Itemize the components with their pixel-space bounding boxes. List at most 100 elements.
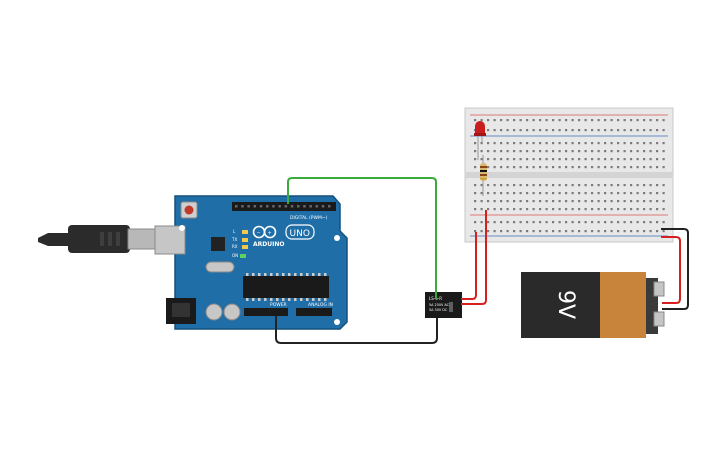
chip-pin: [282, 273, 285, 276]
l-led-label: L: [233, 229, 236, 234]
breadboard-hole: [513, 192, 516, 195]
breadboard-hole: [584, 208, 587, 211]
breadboard-hole: [552, 192, 555, 195]
breadboard-hole: [578, 166, 581, 169]
breadboard-hole: [656, 192, 659, 195]
breadboard-hole: [584, 150, 587, 153]
breadboard-hole: [513, 208, 516, 211]
breadboard-hole: [532, 200, 535, 203]
breadboard[interactable]: [464, 107, 674, 243]
breadboard-hole: [591, 166, 594, 169]
breadboard-hole: [493, 150, 496, 153]
breadboard-hole: [539, 230, 542, 233]
wire-ground-black[interactable]: [275, 316, 438, 344]
breadboard-hole: [558, 119, 561, 122]
breadboard-hole: [480, 150, 483, 153]
resistor-band: [480, 170, 487, 172]
digital-header[interactable]: [232, 202, 336, 211]
usb-cable[interactable]: [38, 225, 157, 253]
header-hole: [253, 205, 257, 208]
breadboard-hole: [552, 200, 555, 203]
battery-9v[interactable]: 9V: [521, 272, 665, 338]
crystal-oscillator: [205, 261, 235, 273]
breadboard-hole: [610, 158, 613, 161]
red-led[interactable]: [474, 121, 486, 160]
breadboard-hole: [604, 184, 607, 187]
breadboard-hole: [480, 119, 483, 122]
breadboard-hole: [610, 208, 613, 211]
mounting-hole: [179, 225, 185, 231]
breadboard-hole: [649, 129, 652, 132]
relay[interactable]: LS-5-R 5A 250V AC 5A 30V DC: [425, 292, 462, 318]
uno-badge-text: UNO: [290, 229, 310, 239]
breadboard-hole: [552, 208, 555, 211]
breadboard-hole: [532, 208, 535, 211]
breadboard-hole: [649, 158, 652, 161]
breadboard-hole: [487, 221, 490, 224]
wire-battery-negative-black[interactable]: [661, 228, 689, 310]
breadboard-hole: [480, 221, 483, 224]
wire-relay-to-resistor-red[interactable]: [461, 210, 487, 305]
breadboard-hole: [480, 208, 483, 211]
breadboard-hole: [539, 142, 542, 145]
breadboard-hole: [610, 150, 613, 153]
breadboard-hole: [571, 166, 574, 169]
reset-button-cap[interactable]: [184, 205, 194, 215]
breadboard-hole: [545, 119, 548, 122]
breadboard-hole: [649, 166, 652, 169]
relay-ac-rating: 5A 250V AC: [429, 303, 450, 307]
breadboard-hole: [662, 192, 665, 195]
resistor[interactable]: [480, 155, 487, 196]
breadboard-hole: [649, 150, 652, 153]
breadboard-hole: [474, 119, 477, 122]
breadboard-hole: [604, 119, 607, 122]
breadboard-hole: [597, 200, 600, 203]
arduino-uno-board[interactable]: DIGITAL (PWM~) POWER ANALOG IN L TX RX −…: [154, 195, 348, 330]
breadboard-holes: [474, 119, 665, 233]
breadboard-hole: [493, 184, 496, 187]
breadboard-hole: [519, 208, 522, 211]
breadboard-hole: [597, 119, 600, 122]
breadboard-hole: [565, 129, 568, 132]
breadboard-hole: [636, 184, 639, 187]
breadboard-hole: [532, 119, 535, 122]
breadboard-hole: [662, 230, 665, 233]
breadboard-hole: [487, 208, 490, 211]
relay-body: [425, 292, 462, 318]
wire-battery-positive-red[interactable]: [661, 236, 681, 304]
breadboard-hole: [500, 221, 503, 224]
resistor-band: [480, 178, 487, 180]
breadboard-hole: [480, 230, 483, 233]
breadboard-hole: [643, 142, 646, 145]
breadboard-hole: [604, 208, 607, 211]
mounting-hole: [334, 235, 340, 241]
breadboard-hole: [500, 150, 503, 153]
wire-signal-green[interactable]: [287, 177, 437, 299]
breadboard-hole: [493, 129, 496, 132]
breadboard-hole: [526, 158, 529, 161]
capacitor: [205, 303, 223, 321]
breadboard-hole: [487, 192, 490, 195]
breadboard-hole: [487, 129, 490, 132]
breadboard-hole: [656, 200, 659, 203]
breadboard-hole: [545, 142, 548, 145]
breadboard-hole: [662, 184, 665, 187]
analog-header[interactable]: [296, 308, 332, 316]
breadboard-hole: [552, 158, 555, 161]
wire-relay-to-breadboard-red[interactable]: [461, 232, 477, 300]
breadboard-hole: [565, 208, 568, 211]
breadboard-hole: [636, 221, 639, 224]
breadboard-hole: [584, 230, 587, 233]
breadboard-hole: [630, 129, 633, 132]
breadboard-hole: [643, 230, 646, 233]
breadboard-hole: [578, 208, 581, 211]
power-header[interactable]: [244, 308, 288, 316]
breadboard-hole: [623, 129, 626, 132]
digital-header-holes: [235, 205, 331, 208]
header-hole: [272, 205, 275, 208]
breadboard-hole: [506, 166, 509, 169]
breadboard-hole: [571, 129, 574, 132]
breadboard-hole: [610, 166, 613, 169]
breadboard-hole: [578, 150, 581, 153]
